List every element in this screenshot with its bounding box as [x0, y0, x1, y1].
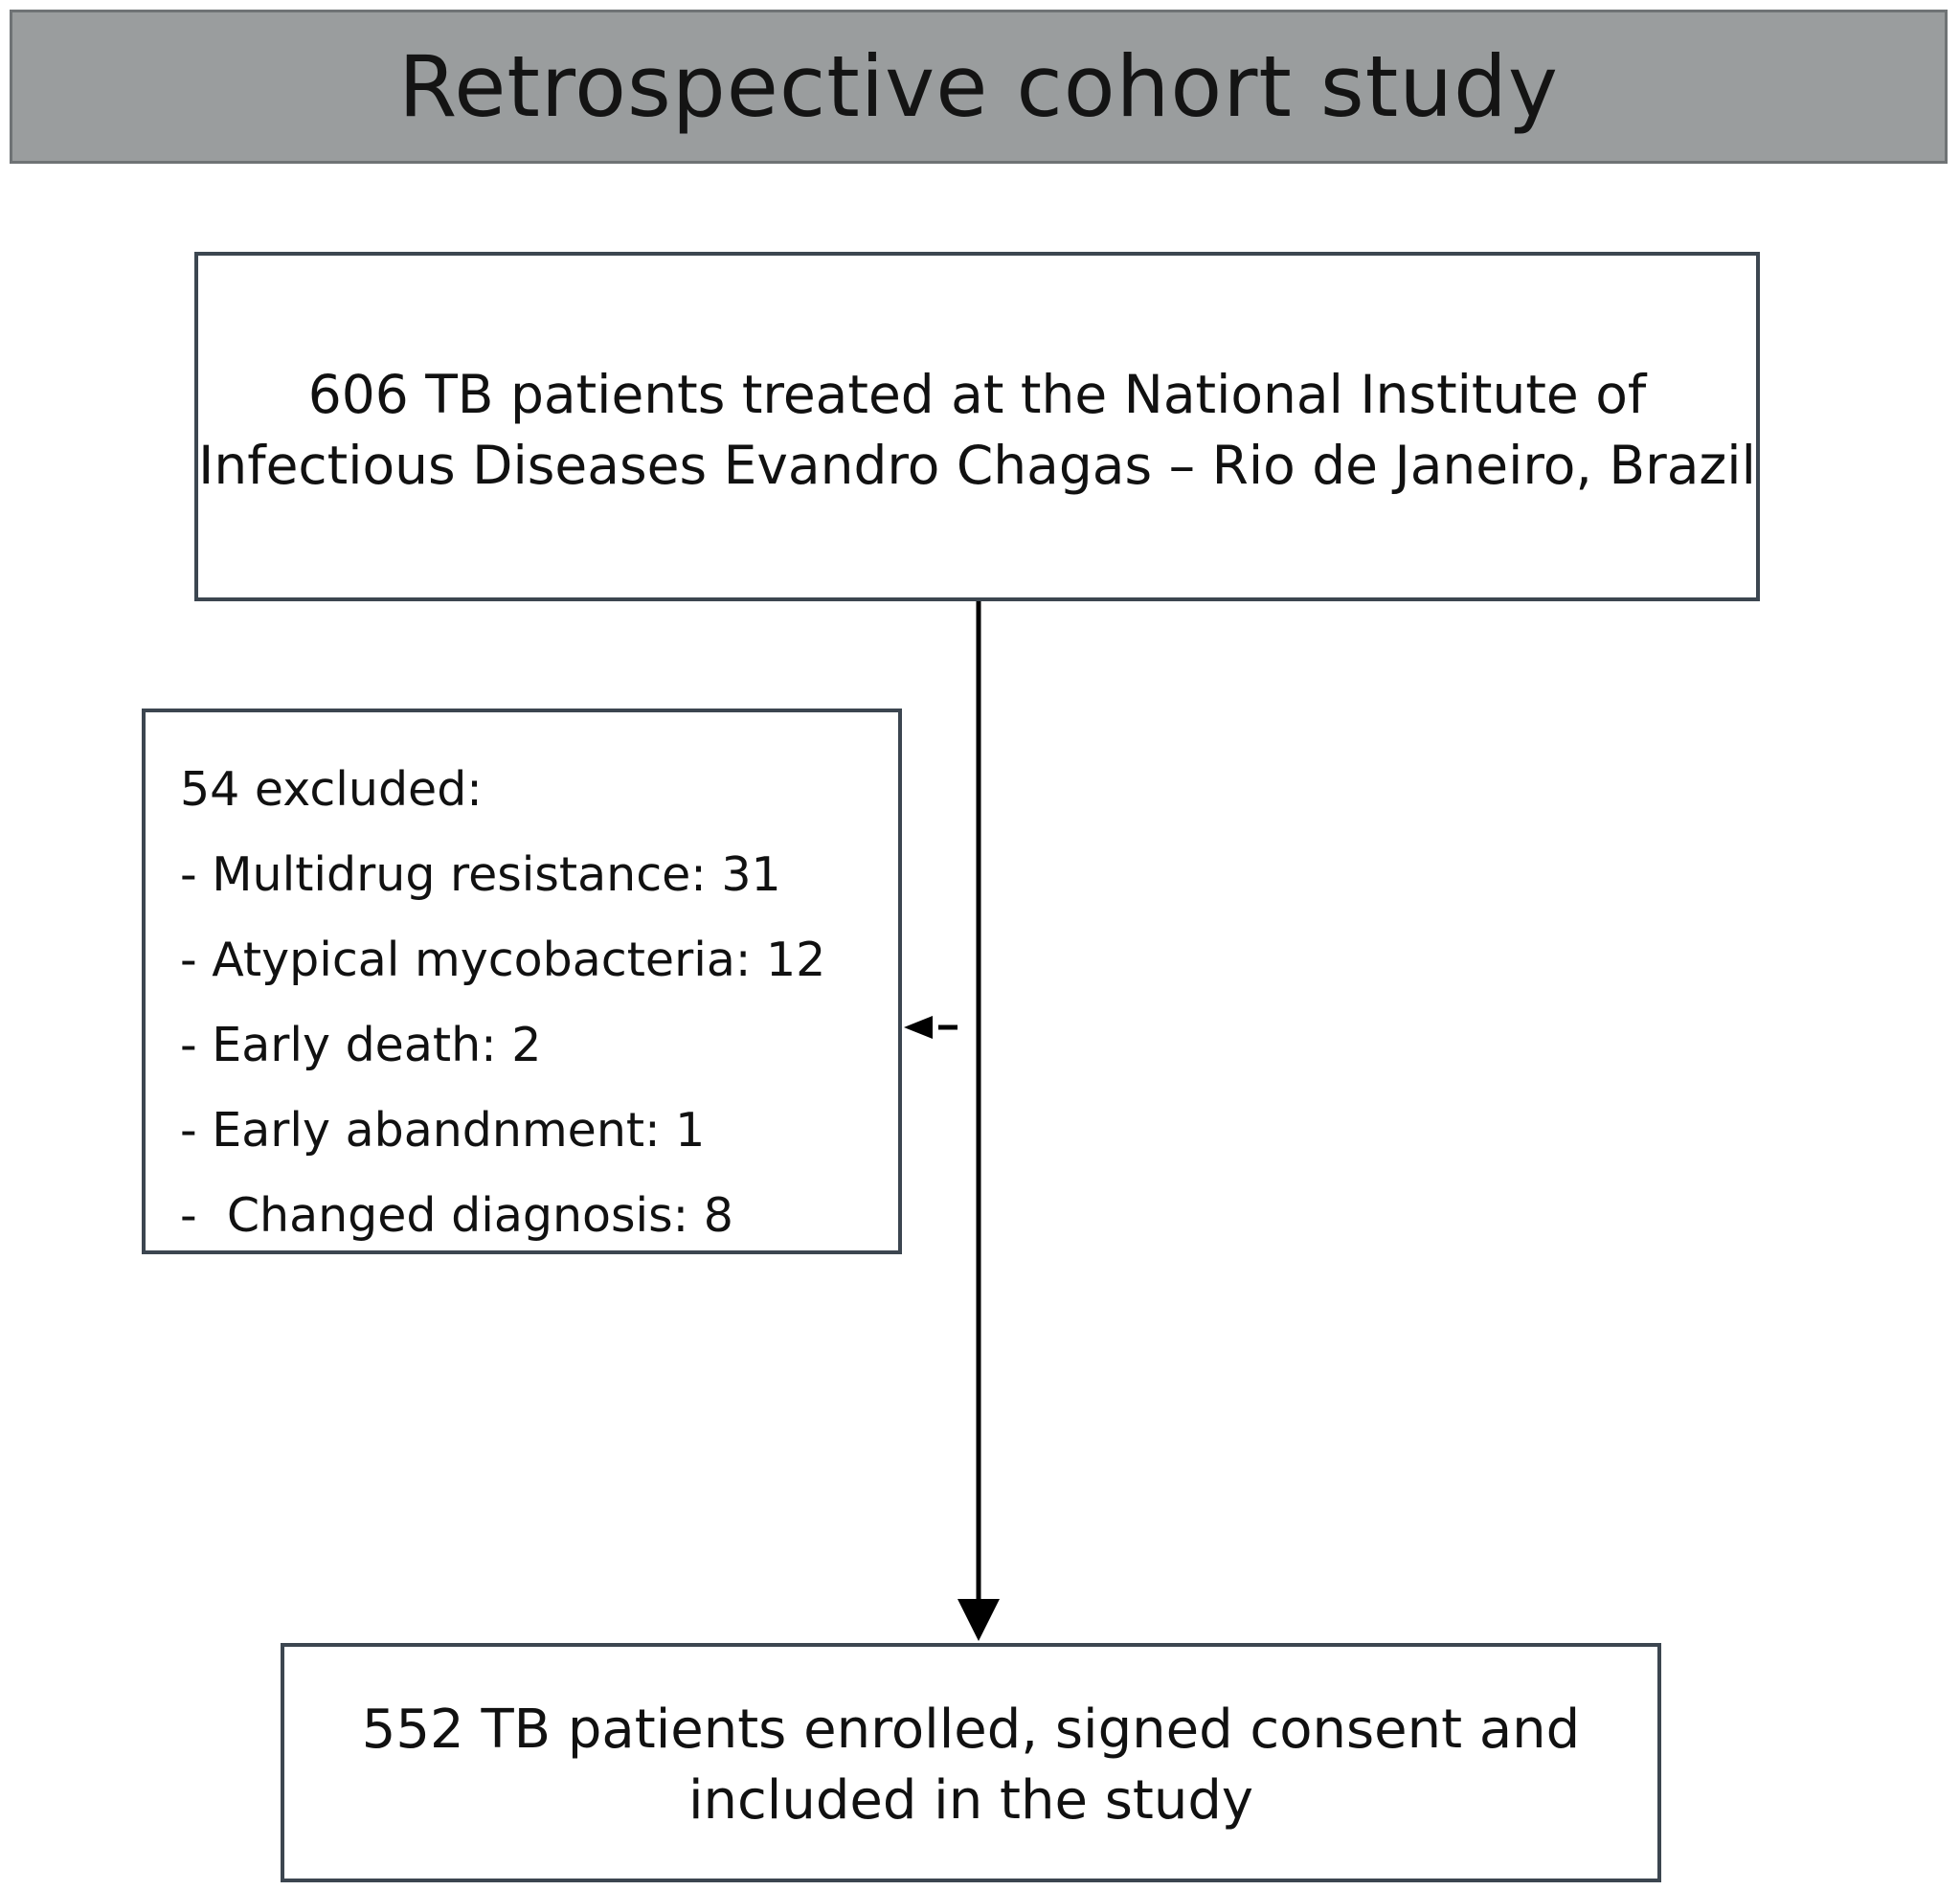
diagram-title: Retrospective cohort study: [398, 37, 1559, 136]
exclusion-arrowhead: [904, 1016, 933, 1039]
exclusion-item: - Early abandnment: 1: [180, 1103, 706, 1158]
population-text-line-2: Infectious Diseases Evandro Chagas – Rio…: [198, 435, 1756, 496]
header-banner: Retrospective cohort study: [10, 10, 1948, 164]
exclusion-item: - Multidrug resistance: 31: [180, 847, 781, 902]
exclusion-box: 54 excluded: - Multidrug resistance: 31 …: [142, 709, 902, 1254]
enrolled-box: 552 TB patients enrolled, signed consent…: [281, 1643, 1661, 1882]
exclusion-title: 54 excluded:: [180, 762, 483, 817]
exclusion-item: - Early death: 2: [180, 1018, 542, 1072]
main-flow-arrowhead: [957, 1599, 1000, 1641]
enrolled-text-line-2: included in the study: [687, 1769, 1254, 1832]
population-box: 606 TB patients treated at the National …: [194, 252, 1760, 601]
population-text-line-1: 606 TB patients treated at the National …: [307, 364, 1647, 425]
exclusion-item: - Atypical mycobacteria: 12: [180, 933, 826, 987]
enrolled-text-line-1: 552 TB patients enrolled, signed consent…: [361, 1699, 1581, 1761]
exclusion-item: - Changed diagnosis: 8: [180, 1188, 733, 1243]
